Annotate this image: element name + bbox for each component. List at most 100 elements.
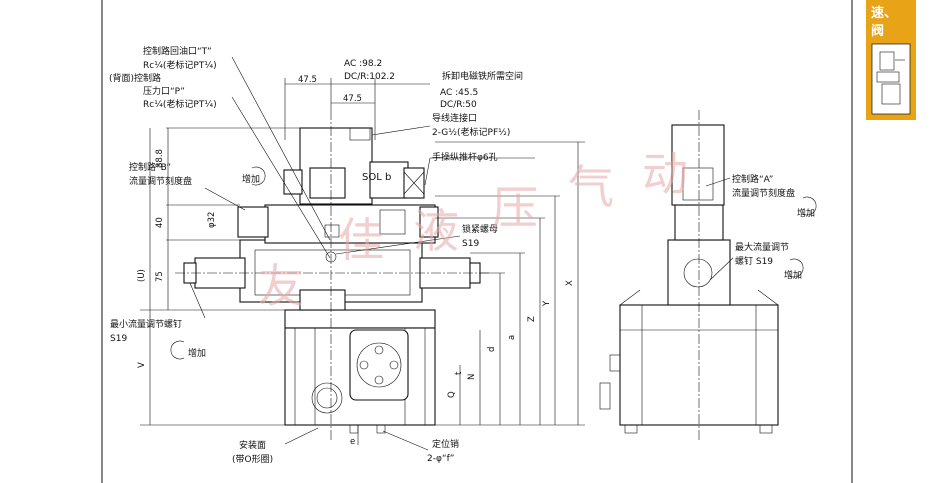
boss-hole-4: [389, 360, 399, 370]
dim-75: 75: [155, 271, 165, 282]
label-increase-2: 增加: [188, 347, 206, 359]
label-locate-pin: 定位销: [432, 438, 459, 450]
front-neck: [299, 289, 346, 311]
dim-q: Q: [447, 391, 457, 398]
mount-pin-right: [376, 424, 386, 434]
increase-arrow-3: [802, 196, 817, 216]
front-base-left-rib: [294, 327, 316, 426]
side-base-chamfer-left: [619, 289, 641, 306]
side-lug: [599, 382, 611, 410]
dim-a: a: [507, 335, 517, 340]
label-ac1: AC :98.2: [344, 59, 382, 69]
label-conduit-g: 2-G½(老标记PF½): [432, 126, 510, 138]
leader-min-screw: [189, 282, 206, 319]
dim-475a: 47.5: [298, 75, 317, 85]
side-pin: [609, 354, 621, 372]
side-tab: 速、 阀: [866, 0, 916, 120]
dim-v: V: [137, 362, 147, 368]
label-lock-nut: 锁紧螺母: [462, 223, 498, 235]
side-tab-line1: 速、: [871, 5, 897, 21]
leader-manual: [424, 157, 431, 186]
mount-pin-left: [349, 424, 359, 434]
label-increase-4: 增加: [784, 269, 802, 281]
boss-hole-3: [359, 360, 369, 370]
front-view: SOL b 47.5 47.5 88.8 40 75 (U) V φ32: [109, 45, 585, 465]
watermark-char-5: 气: [568, 160, 614, 214]
label-dc2: DC/R:50: [440, 100, 477, 110]
push-pin-cross-b: [403, 171, 425, 195]
label-a-dial: 流量调节刻度盘: [732, 187, 795, 199]
label-p-port-rc: Rc¼(老标记PT¼): [143, 98, 217, 110]
thumbnail-solenoid: [879, 51, 895, 71]
label-increase-3: 增加: [797, 207, 815, 219]
thumbnail-base: [881, 83, 901, 105]
front-base-top: [284, 309, 436, 329]
watermark-char-6: 动: [642, 147, 688, 201]
solenoid-left-cap: [283, 169, 303, 195]
leader-b-dial: [204, 187, 246, 211]
dim-n: N: [467, 374, 477, 380]
leader-lock-nut: [335, 235, 461, 255]
dial-cap: [379, 209, 406, 235]
dim-y: Y: [542, 300, 552, 307]
dim-u: (U): [137, 269, 147, 282]
dim-phi32: φ32: [207, 212, 217, 228]
label-dc1: DC/R:102.2: [344, 72, 395, 82]
dim-t: t: [454, 371, 464, 375]
watermark-char-4: 压: [492, 181, 538, 235]
label-min-screw-s: S19: [110, 334, 127, 344]
side-flow-port: [683, 258, 713, 288]
label-locate-pin-f: 2-φ“f”: [427, 454, 454, 464]
label-min-screw: 最小流量调节螺钉: [110, 318, 182, 330]
label-conduit: 导线连接口: [432, 112, 477, 124]
side-foot-left: [624, 424, 638, 434]
label-max-adj: 最大流量调节: [735, 241, 789, 253]
label-b-control: 控制路“B”: [129, 161, 171, 173]
thumbnail-valve: [876, 71, 900, 83]
watermark-char-1: 友: [258, 259, 304, 313]
label-disassembly: 拆卸电磁铁所需空间: [442, 70, 523, 82]
label-mount-face-o: (带O形圈): [232, 453, 273, 465]
side-base-chamfer-right: [757, 289, 779, 306]
dim-40: 40: [155, 217, 165, 228]
side-tab-thumbnail: [871, 43, 911, 115]
side-coil: [682, 167, 714, 201]
watermark-char-3: 液: [413, 204, 459, 258]
dim-x: X: [565, 280, 575, 286]
solenoid-terminal-box: [309, 167, 346, 199]
right-dial: [419, 206, 439, 238]
label-t-port: 控制路回油口“T”: [143, 45, 212, 57]
dim-475b: 47.5: [343, 94, 362, 104]
label-p-port: 压力口“P”: [143, 85, 185, 97]
front-base-boss-circle: [356, 342, 402, 388]
label-a-control: 控制路“A”: [732, 173, 773, 185]
front-port-inner: [316, 387, 338, 409]
leader-max-screw: [709, 257, 734, 281]
leader-a-dial: [705, 177, 731, 187]
front-port-outer: [311, 382, 343, 414]
front-base-boss: [349, 329, 409, 401]
boss-hole-2: [374, 375, 384, 385]
solenoid-coil-b: [369, 161, 409, 199]
leader-mount-face: [284, 427, 319, 445]
side-foot-right: [759, 424, 773, 434]
side-tab-line2: 阀: [871, 23, 884, 39]
label-lock-nut-s: S19: [462, 239, 479, 249]
side-view: 控制路“A” 流量调节刻度盘 增加 最大流量调节 螺钉 S19 增加: [599, 110, 817, 440]
dim-z: Z: [527, 316, 537, 322]
b-dial: [237, 206, 269, 238]
watermark-char-2: 佳: [338, 213, 384, 267]
label-increase-1: 增加: [242, 173, 260, 185]
watermark: 友 佳 液 压 气 动: [258, 147, 688, 313]
leader-t-port: [231, 56, 331, 241]
label-back-control: (背面)控制路: [109, 72, 161, 84]
leader-locate-pin: [382, 430, 429, 451]
boss-hole-1: [374, 345, 384, 355]
pilot-valve-body: [264, 204, 436, 244]
label-b-dial: 流量调节刻度盘: [129, 175, 192, 187]
label-t-port-rc: Rc¼(老标记PT¼): [143, 59, 217, 71]
increase-arrow-2: [170, 340, 185, 360]
conduit-port: [349, 127, 371, 141]
